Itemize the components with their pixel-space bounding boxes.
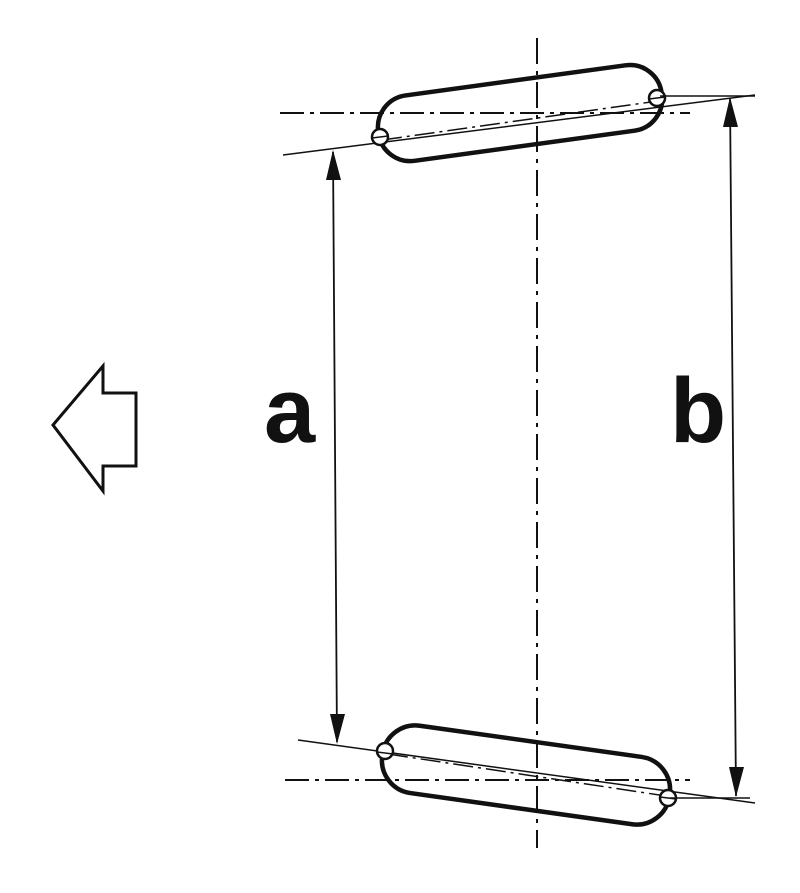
dimension-b-bottom-arrowhead [729, 767, 744, 797]
top-front-measure-point-mark [648, 96, 666, 100]
dimension-a-label: a [264, 360, 316, 462]
bottom-wheel-axis-line [387, 753, 667, 797]
top-rear-measure-point-mark [371, 135, 389, 139]
top-wheel-plane-line [282, 94, 756, 156]
dimension-b-line [729, 97, 737, 797]
dimension-a-top-arrowhead [326, 150, 341, 180]
dimension-b [723, 97, 744, 797]
top-wheel-axis-line [381, 100, 659, 141]
bottom-wheel [285, 723, 756, 827]
bottom-rear-measure-point-mark [376, 751, 394, 755]
dimension-a [326, 150, 345, 744]
dimension-b-label: b [670, 360, 726, 462]
dimension-a-bottom-arrowhead [330, 714, 345, 744]
bottom-wheel-plane-line [297, 739, 756, 804]
arrow-left-outline-icon [51, 361, 138, 496]
top-wheel [280, 62, 756, 164]
dimension-b-top-arrowhead [723, 97, 738, 127]
bottom-rear-measure-point [375, 741, 395, 761]
dimension-a-line [332, 151, 338, 743]
